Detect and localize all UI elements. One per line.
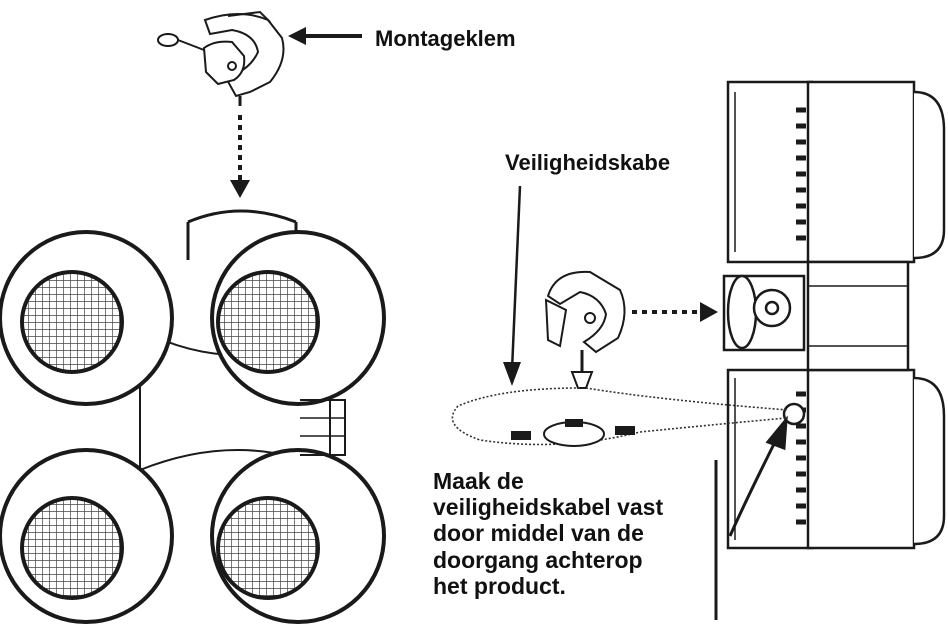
- mounting-clamp-pointer-arrow: [288, 27, 362, 45]
- instruction-line: veiligheidskabel vast: [433, 494, 664, 521]
- instruction-line: door middel van de: [433, 520, 644, 547]
- safety-cable-loop: [451, 387, 789, 446]
- led-grille: [216, 496, 320, 600]
- mounting-clamp-illustration: [157, 10, 285, 106]
- safety-eye-pointer-arrow: [714, 415, 788, 620]
- safety-cable-pointer-arrow: [503, 185, 522, 386]
- led-grille: [20, 270, 124, 374]
- fixture-side-view: [722, 80, 946, 550]
- mounting-clamp-label: Montageklem: [375, 26, 516, 51]
- clamp-to-fixture-dotted-arrow: [230, 115, 250, 198]
- led-grille: [216, 270, 320, 374]
- safety-cable-instruction: Maak de veiligheidskabel vast door midde…: [433, 468, 733, 599]
- instruction-line: doorgang achterop: [433, 546, 643, 573]
- fixture-front-view: [0, 209, 386, 624]
- led-grille: [20, 496, 124, 600]
- clamp-to-bracket-dotted-arrow: [632, 302, 718, 322]
- side-clamp-illustration: [544, 270, 626, 389]
- safety-cable-crimp: [511, 419, 635, 447]
- safety-cable-label: Veiligheidskabe: [505, 150, 671, 175]
- instruction-line: het product.: [433, 572, 566, 599]
- instruction-line: Maak de: [433, 468, 524, 494]
